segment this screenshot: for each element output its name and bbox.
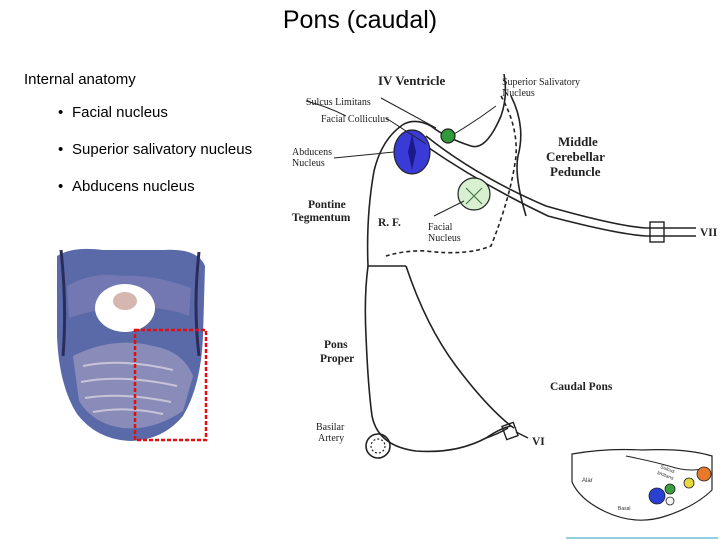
label-superior-salivatory-1: Superior Salivatory	[502, 77, 580, 88]
bullet-superior-salivatory: Superior salivatory nucleus	[58, 141, 252, 178]
inset-label-limitans: limitans	[656, 470, 674, 482]
label-basilar-1: Basilar	[316, 422, 345, 433]
inset-label-basal: Basal	[618, 506, 631, 512]
inset-label-alar: Alar	[582, 478, 593, 484]
slide-title: Pons (caudal)	[282, 6, 438, 34]
inset-label-sulcus: Sulcus	[659, 464, 676, 475]
label-middle-cp-1: Middle	[558, 134, 598, 149]
section-heading: Internal anatomy	[24, 71, 136, 88]
bullet-facial-nucleus: Facial nucleus	[58, 104, 252, 141]
dashed-boundary	[385, 95, 518, 257]
vi-root-box	[501, 421, 519, 441]
label-vi: VI	[532, 436, 545, 448]
label-middle-cp-3: Peduncle	[550, 164, 601, 179]
label-rf: R. F.	[378, 217, 401, 229]
label-superior-salivatory-2: Nucleus	[502, 88, 535, 99]
label-iv-ventricle: IV Ventricle	[378, 73, 446, 88]
salivatory-nucleus	[440, 128, 456, 144]
label-sulcus-limitans: Sulcus Limitans	[306, 97, 371, 108]
label-abducens-1: Abducens	[292, 147, 332, 158]
facial-nucleus	[457, 177, 491, 211]
basilar-artery	[365, 433, 391, 459]
label-facial-colliculus: Facial Colliculus	[321, 114, 389, 125]
label-pons-proper-1: Pons	[324, 339, 348, 351]
label-facial-nucleus-1: Facial	[428, 222, 453, 233]
label-pons-proper-2: Proper	[320, 353, 354, 365]
histology-section-image	[53, 246, 208, 442]
label-facial-nucleus-2: Nucleus	[428, 233, 461, 244]
abducens-star	[408, 134, 416, 170]
label-middle-cp-2: Cerebellar	[546, 149, 605, 164]
caudal-pons-diagram: IV Ventricle Superior Salivatory Nucleus…	[292, 73, 718, 459]
inset-orange-dot	[696, 466, 712, 482]
vii-nerve	[646, 227, 696, 237]
bullet-abducens: Abducens nucleus	[58, 178, 252, 215]
label-pontine-tegmentum-1: Pontine	[308, 199, 346, 211]
label-caudal-pons: Caudal Pons	[550, 381, 613, 393]
label-vii: VII	[700, 227, 718, 239]
label-pontine-tegmentum-2: Tegmentum	[292, 212, 351, 224]
pons-outline	[364, 73, 647, 453]
inset-green-dot	[664, 483, 676, 495]
label-basilar-2: Artery	[318, 433, 344, 444]
label-abducens-2: Nucleus	[292, 158, 325, 169]
inset-schematic: Sulcus limitans Alar Basal	[566, 448, 718, 539]
inset-blue-dot	[648, 487, 666, 505]
bullet-list: Facial nucleus Superior salivatory nucle…	[58, 104, 252, 215]
vii-root-box	[649, 221, 665, 243]
inset-yellow-dot	[683, 477, 695, 489]
